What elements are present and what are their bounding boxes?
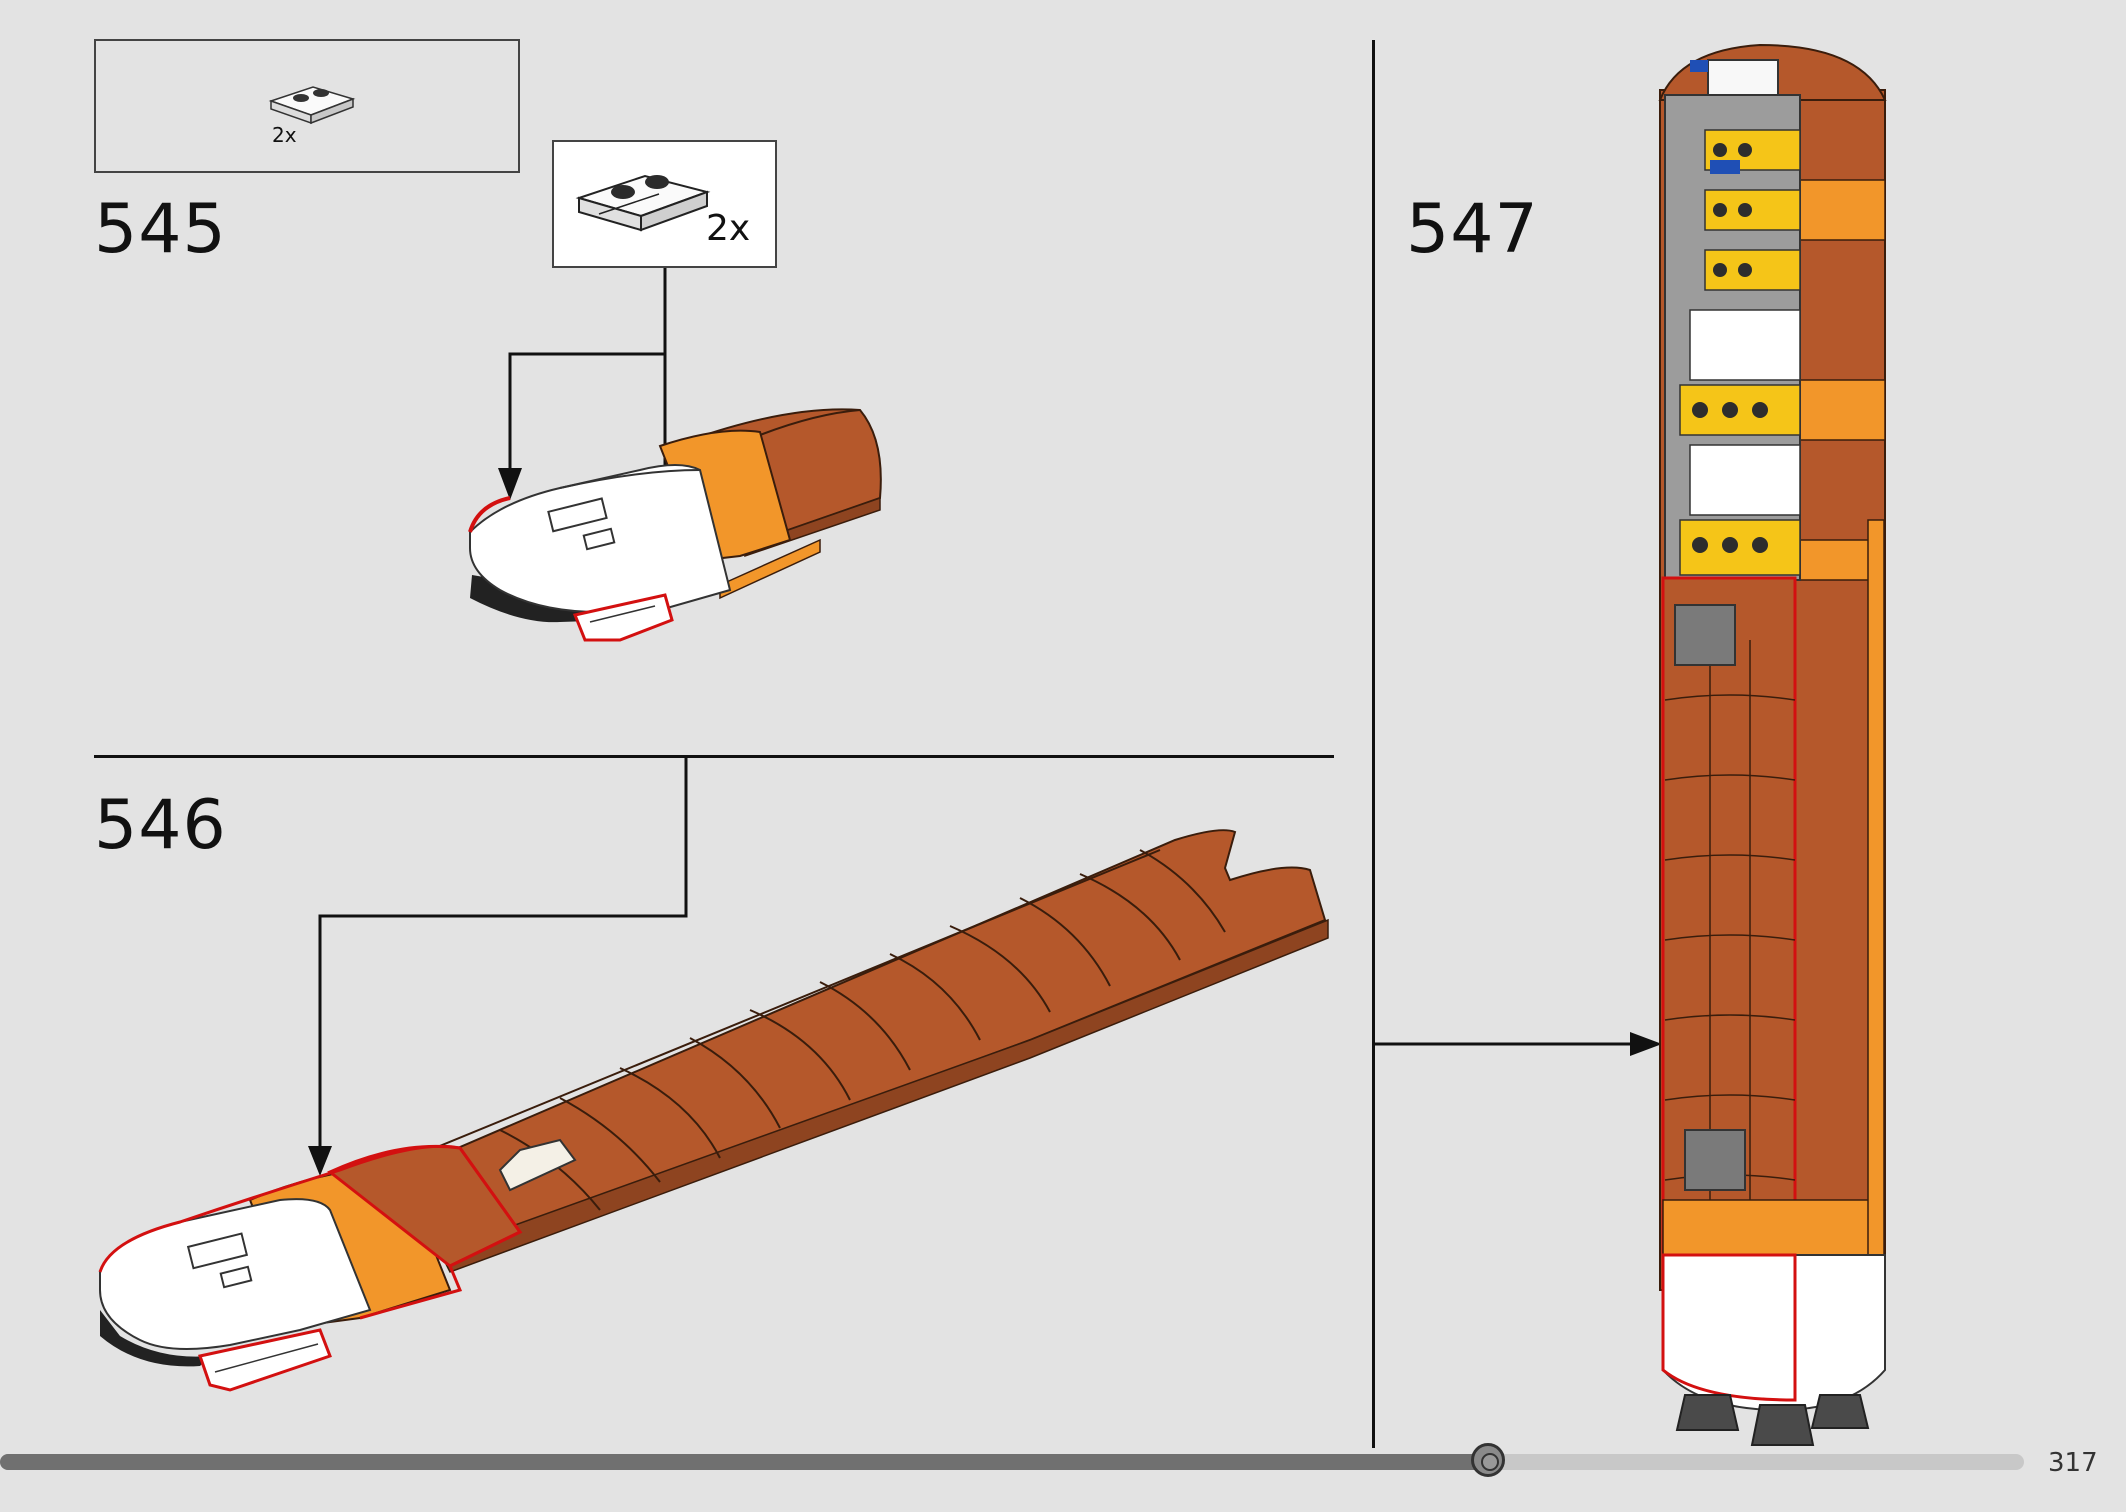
step-number-547: 547 [1406,190,1539,269]
progress-knob [1471,1443,1505,1477]
sub-callout-545: 2x [552,140,777,268]
parts-callout-545: 2x [94,39,520,173]
sub-parts-quantity: 2x [706,208,751,249]
progress-fill [0,1454,1488,1470]
step-number-546: 546 [94,786,227,865]
step-divider-vertical [1372,40,1375,1448]
plate-piece-icon [268,86,356,125]
plate-piece-icon [575,174,711,232]
page-number: 317 [2048,1448,2098,1478]
parts-quantity: 2x [272,123,297,147]
step-divider-horizontal [94,755,1334,758]
step-number-545: 545 [94,190,227,269]
